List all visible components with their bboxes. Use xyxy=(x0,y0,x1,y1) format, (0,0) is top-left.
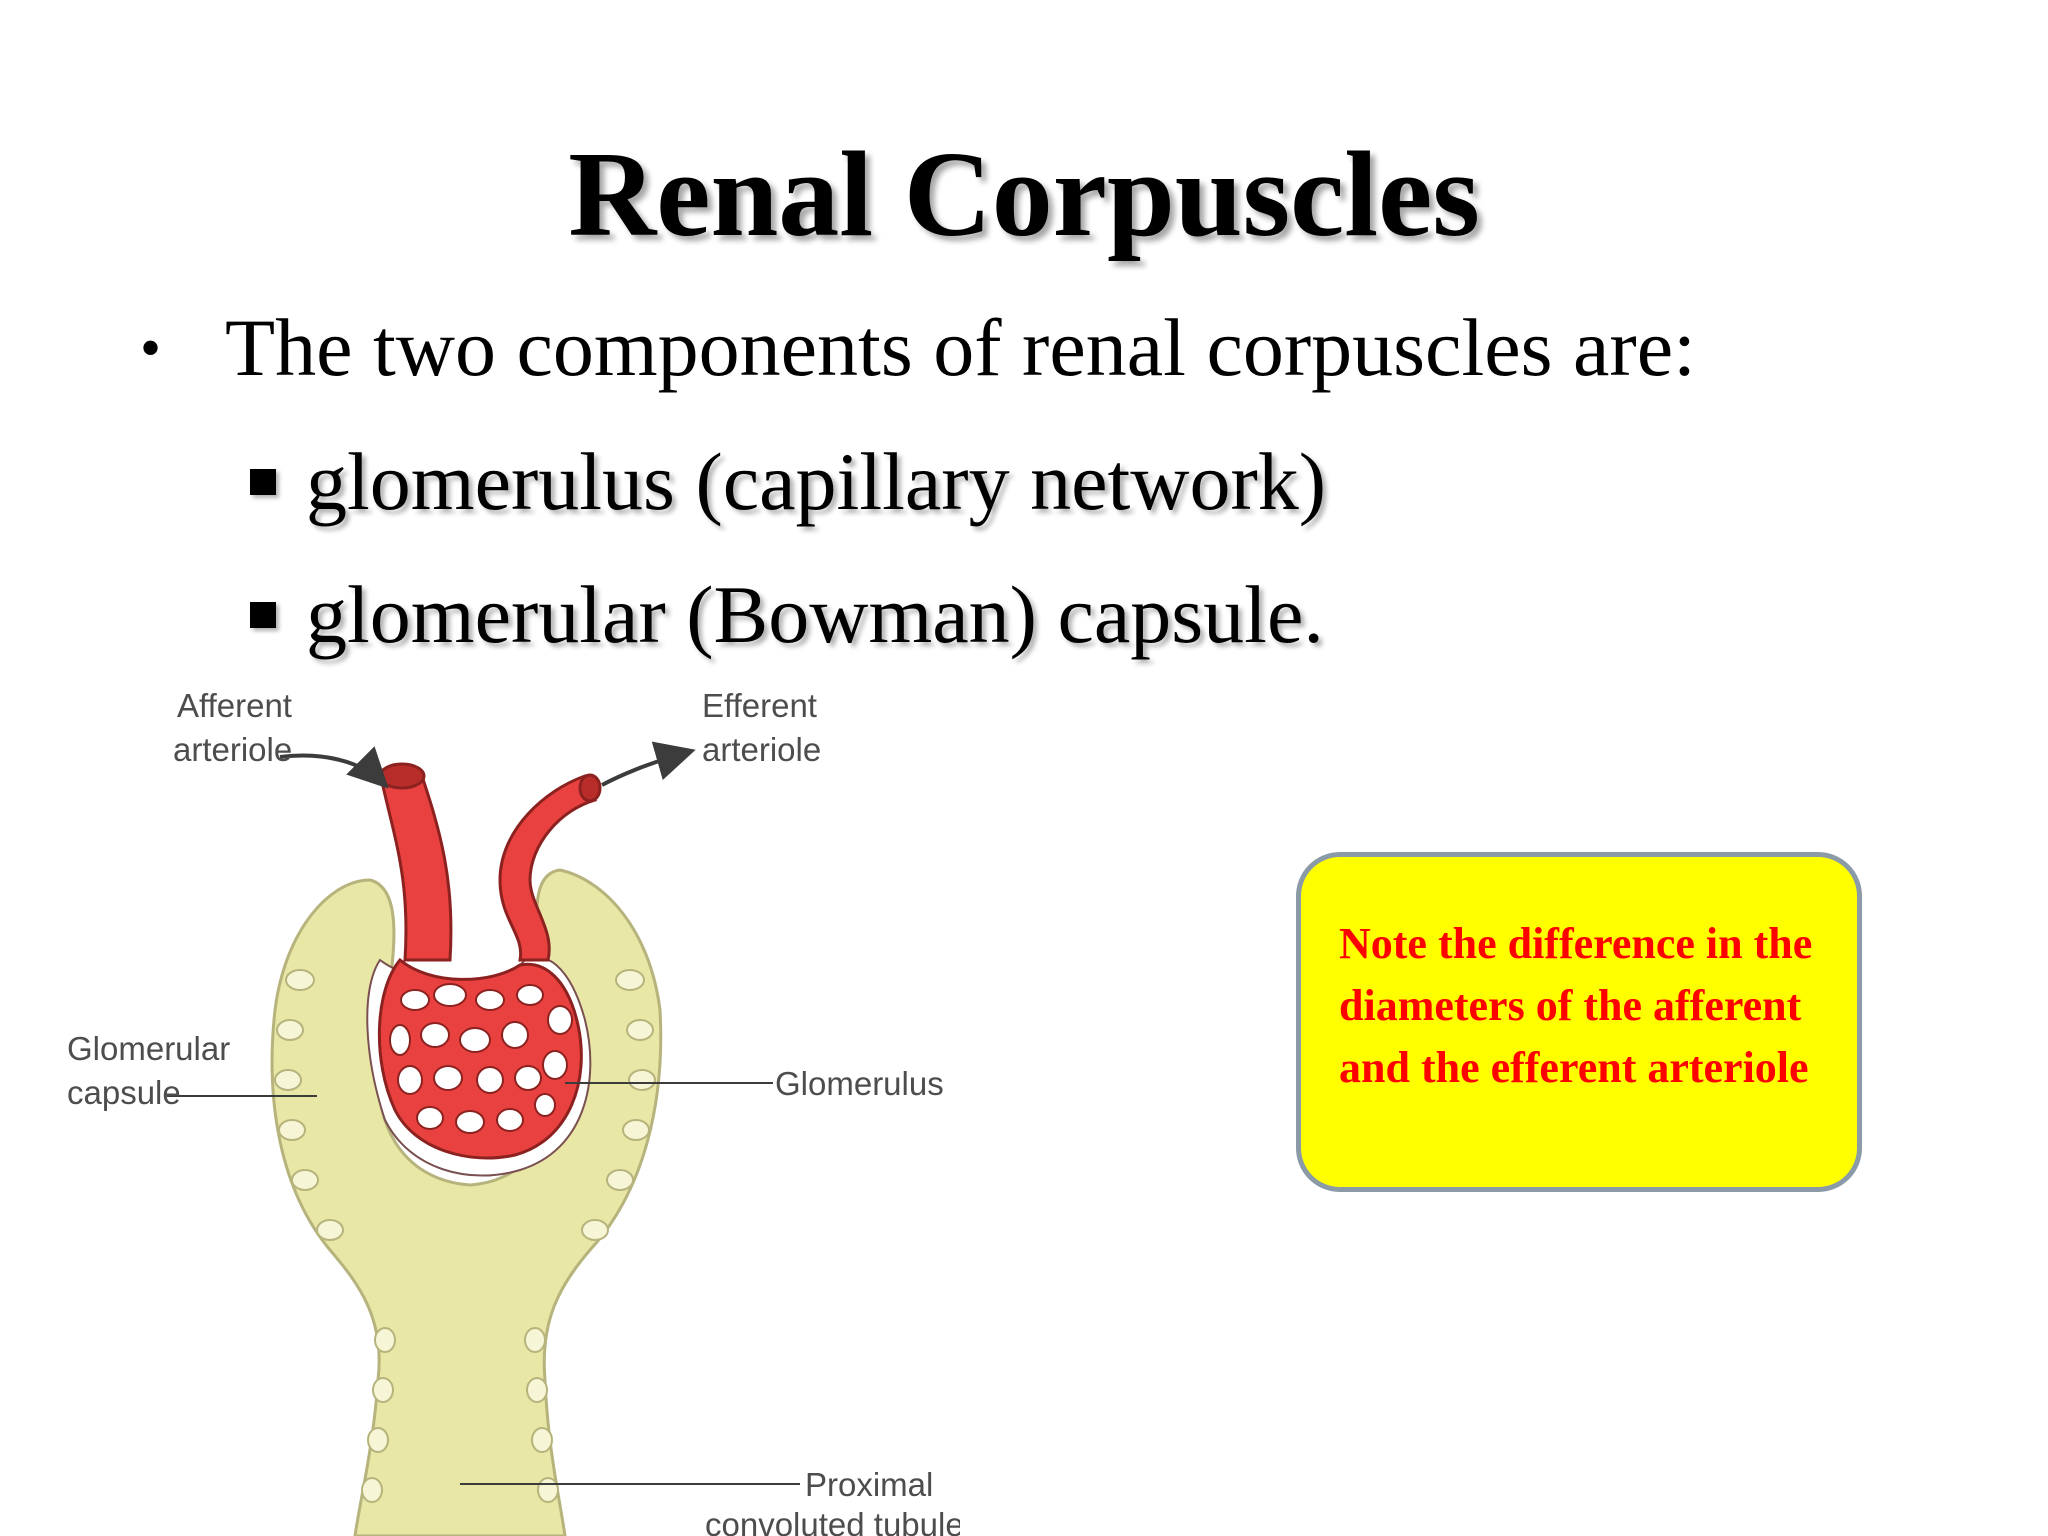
label-afferent-arteriole: arteriole xyxy=(173,731,292,768)
sub-bullet-text: glomerulus (capillary network) xyxy=(306,436,1327,527)
efferent-arrow xyxy=(601,741,696,787)
label-convoluted-tubule: convoluted tubule xyxy=(705,1506,960,1536)
square-bullet-icon xyxy=(250,469,276,495)
afferent-arrow xyxy=(279,746,389,789)
label-glomerulus: Glomerulus xyxy=(775,1065,944,1102)
note-callout: Note the difference in the diameters of … xyxy=(1296,852,1862,1192)
square-bullet-icon xyxy=(250,602,276,628)
sub-bullet-capsule: glomerular (Bowman) capsule. xyxy=(250,560,1324,670)
renal-corpuscle-diagram: Afferent arteriole Efferent arteriole Gl… xyxy=(0,660,960,1536)
bullet-main: • The two components of renal corpuscles… xyxy=(140,288,1696,408)
label-efferent-arteriole: arteriole xyxy=(702,731,821,768)
capsule-cells xyxy=(274,969,656,1503)
label-efferent: Efferent xyxy=(702,687,817,724)
label-afferent: Afferent xyxy=(177,687,292,724)
sub-bullet-glomerulus: glomerulus (capillary network) xyxy=(250,427,1326,537)
efferent-arteriole-shape xyxy=(498,774,598,962)
afferent-arteriole-shape xyxy=(380,768,453,962)
slide-title: Renal Corpuscles xyxy=(568,127,1480,262)
glomerular-capsule-shape xyxy=(270,868,663,1536)
label-capsule: capsule xyxy=(67,1074,181,1111)
label-proximal: Proximal xyxy=(805,1466,933,1503)
capillary-loops xyxy=(389,983,573,1134)
bullet-marker: • xyxy=(140,315,162,381)
sub-bullet-text: glomerular (Bowman) capsule. xyxy=(306,569,1324,660)
bullet-text: The two components of renal corpuscles a… xyxy=(225,302,1696,393)
label-glomerular: Glomerular xyxy=(67,1030,230,1067)
